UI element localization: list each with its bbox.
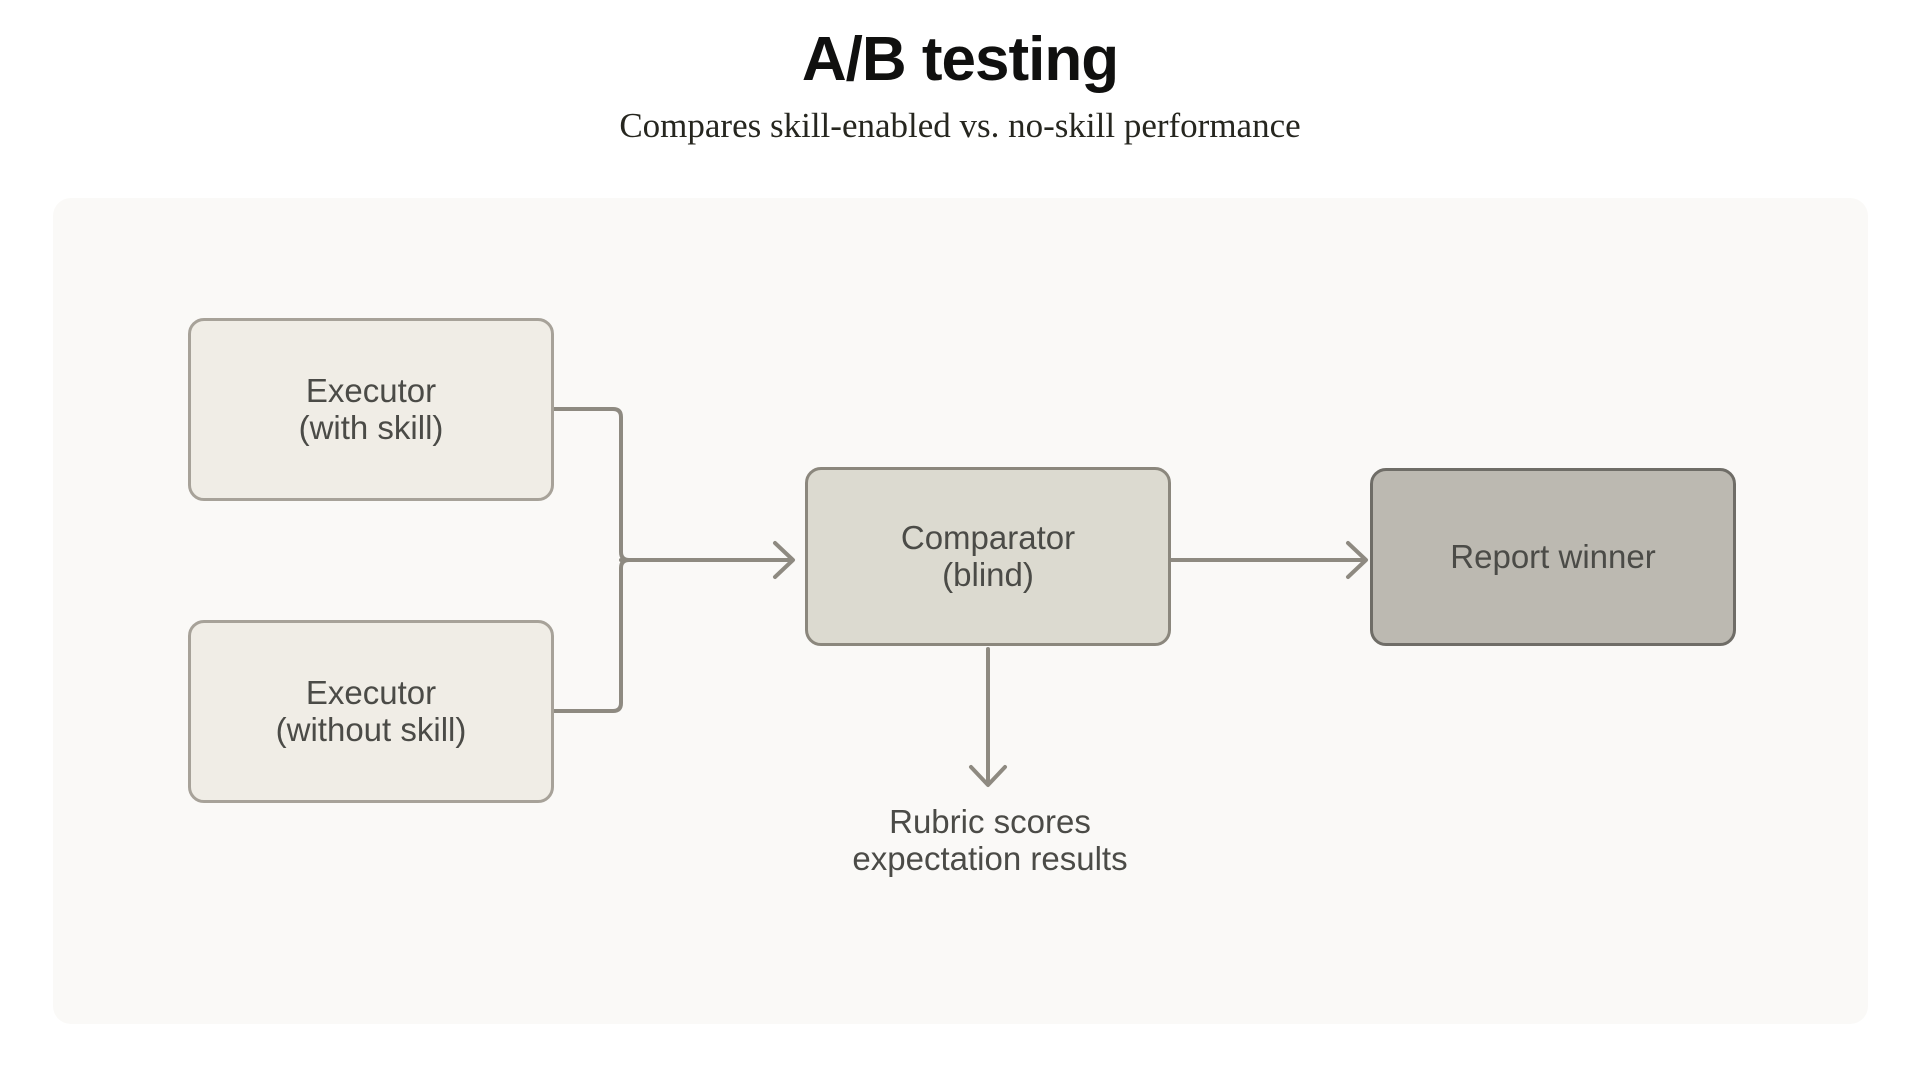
arrowhead-to-report-winner — [1346, 541, 1368, 579]
label-line2: expectation results — [852, 839, 1128, 877]
label-rubric-output: Rubric scores expectation results — [807, 803, 1173, 878]
page-title: A/B testing — [801, 25, 1119, 94]
node-label-line1: Executor — [305, 673, 437, 711]
node-label-line1: Executor — [305, 371, 437, 409]
arrowhead-to-comparator — [773, 541, 795, 579]
node-executor-with-skill[interactable]: Executor (with skill) — [188, 318, 554, 501]
label-line1: Rubric scores — [889, 803, 1091, 840]
node-comparator[interactable]: Comparator (blind) — [805, 467, 1171, 646]
node-label-line2: (blind) — [942, 555, 1034, 593]
node-label-line2: (with skill) — [298, 408, 444, 446]
diagram-connectors-canvas — [552, 407, 1368, 787]
node-label-line1: Report winner — [1450, 537, 1656, 575]
edge-executor-without-skill-to-comparator — [552, 558, 631, 713]
node-label-line1: Comparator — [900, 518, 1076, 556]
page-header: A/B testing Compares skill-enabled vs. n… — [0, 0, 1920, 147]
node-executor-without-skill[interactable]: Executor (without skill) — [188, 620, 554, 803]
node-report-winner[interactable]: Report winner — [1370, 468, 1736, 646]
diagram-panel: Executor (with skill) Executor (without … — [53, 198, 1868, 1024]
arrowhead-to-rubric-output — [969, 765, 1007, 787]
edge-executor-with-skill-to-comparator — [552, 407, 631, 562]
page-subtitle: Compares skill-enabled vs. no-skill perf… — [619, 106, 1301, 146]
node-label-line2: (without skill) — [275, 710, 467, 748]
